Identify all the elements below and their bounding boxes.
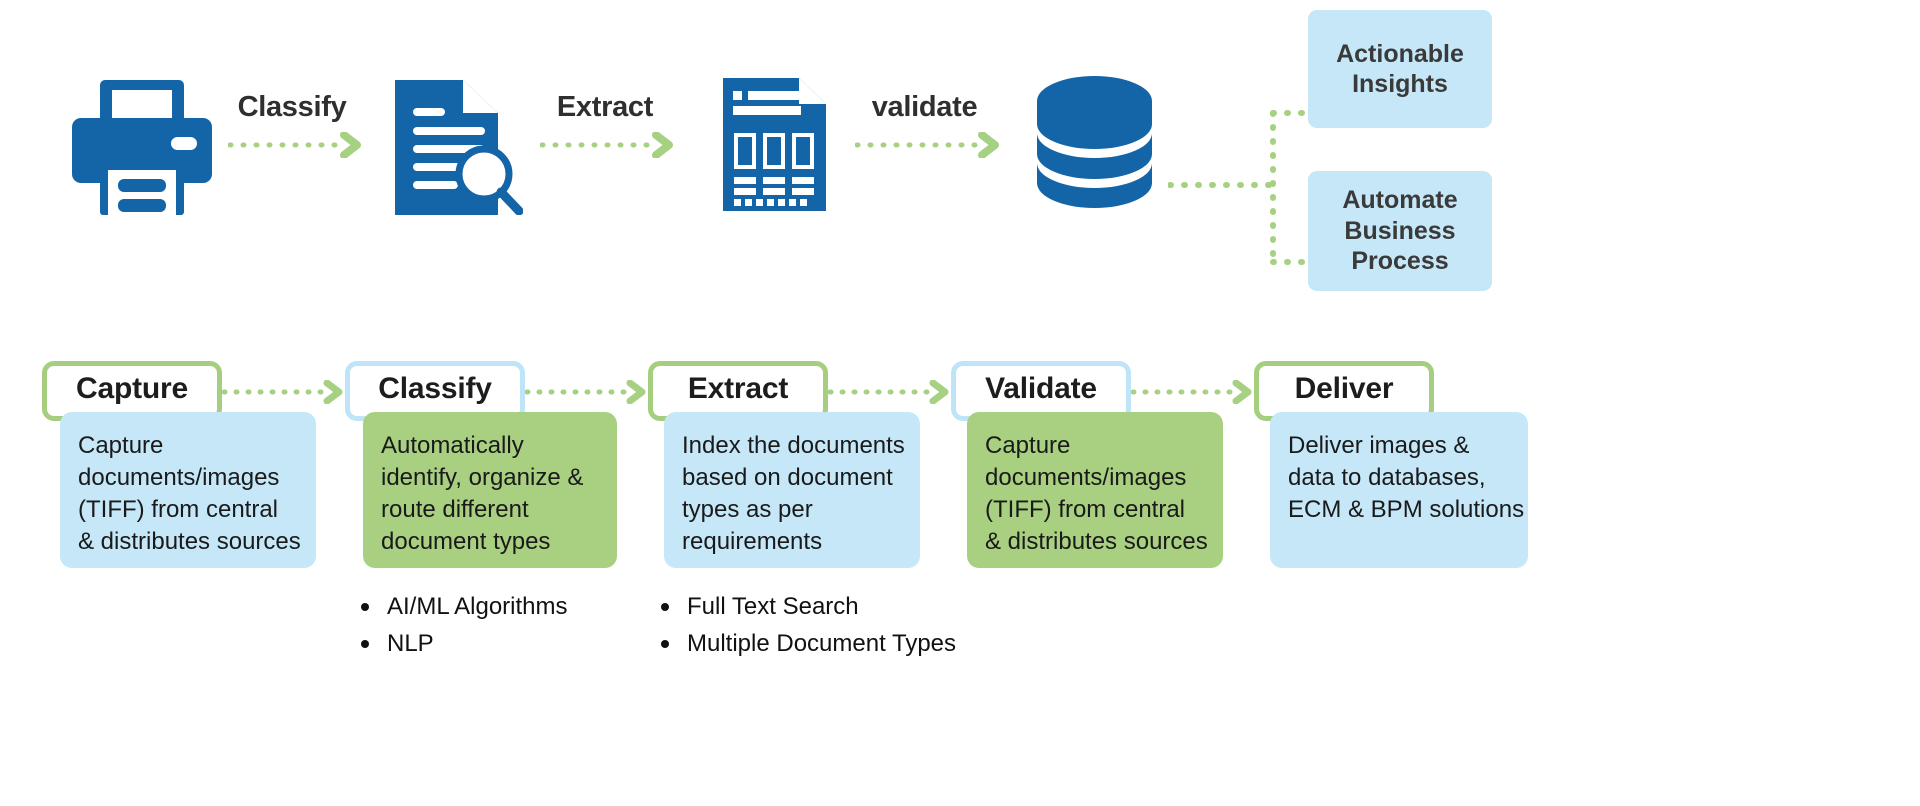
step-body-line: Capture [78,432,164,459]
dotted-arrow-2 [539,131,680,163]
step-body-deliver: Deliver images & data to databases, ECM … [1270,412,1528,568]
list-item: AI/ML Algorithms [355,592,655,623]
outcome-label: Actionable Insights [1336,39,1464,99]
step-body-line: route different [381,495,529,523]
step-connector-3 [827,379,958,409]
step-body-line: & distributes sources [78,527,301,555]
structured-document-icon [723,78,826,211]
step-title: Capture [76,372,188,405]
step-body-line: Index the documents [682,432,905,459]
step-body-line: identify, organize & [381,463,584,491]
flow-label-classify: Classify [237,91,347,123]
step-body-line: documents/images [985,463,1187,491]
flow-label-extract: Extract [556,91,654,123]
step-body-line: Deliver images & [1288,432,1470,459]
list-item: Multiple Document Types [655,629,1015,660]
step-title: Deliver [1294,372,1394,405]
database-icon [1037,76,1152,208]
step-body-line: data to databases, [1288,463,1486,491]
step-body-line: (TIFF) from central [78,495,279,523]
step-header-capture[interactable]: Capture [42,361,222,421]
step-header-classify[interactable]: Classify [345,361,525,421]
step-body-line: (TIFF) from central [985,495,1186,523]
step-title: Classify [378,372,492,405]
step-title: Validate [985,372,1097,405]
list-item: Full Text Search [655,592,1015,623]
outcome-label: Automate Business Process [1342,186,1458,276]
step-body-classify: Automatically identify, organize & route… [363,412,617,568]
outcome-box-actionable-insights: Actionable Insights [1308,10,1492,128]
step-body-line: documents/images [78,463,280,491]
step-connector-1 [221,379,352,409]
outcome-box-automate-business-process: Automate Business Process [1308,171,1492,291]
dotted-arrow-3 [854,131,1005,163]
step-body-line: & distributes sources [985,527,1208,555]
bullet-list-extract: Full Text Search Multiple Document Types [655,592,1015,665]
step-title: Extract [687,372,789,405]
step-body-line: requirements [682,527,823,555]
step-body-capture: Capture documents/images (TIFF) from cen… [60,412,316,568]
step-body-validate: Capture documents/images (TIFF) from cen… [967,412,1223,568]
step-body-line: document types [381,527,551,555]
step-body-line: ECM & BPM solutions [1288,495,1525,523]
step-header-validate[interactable]: Validate [951,361,1131,421]
step-header-deliver[interactable]: Deliver [1254,361,1434,421]
document-search-icon [395,80,524,216]
step-body-extract: Index the documents based on document ty… [664,412,920,568]
step-body-line: based on document [682,463,893,491]
step-connector-2 [524,379,655,409]
step-body-line: Capture [985,432,1071,459]
step-body-line: types as per [682,495,813,523]
printer-icon [72,80,212,215]
bullet-list-classify: AI/ML Algorithms NLP [355,592,655,665]
dotted-arrow-1 [227,131,368,163]
list-item: NLP [355,629,655,660]
flow-label-validate: validate [871,91,978,123]
branch-connector [1167,100,1319,285]
step-body-line: Automatically [381,432,524,459]
step-connector-4 [1130,379,1261,409]
